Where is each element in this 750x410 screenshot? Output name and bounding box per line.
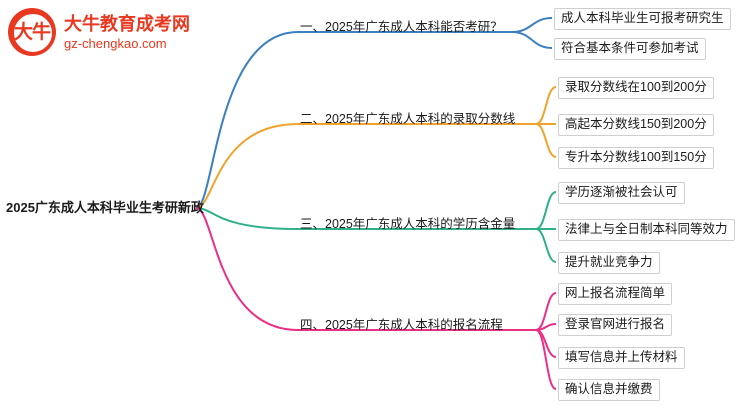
leaf-node-1-2[interactable]: 符合基本条件可参加考试 xyxy=(554,38,706,60)
leaf-node-2-3[interactable]: 专升本分数线100到150分 xyxy=(558,147,714,169)
branch-node-4[interactable]: 四、2025年广东成人本科的报名流程 xyxy=(300,318,503,332)
logo-subtitle: gz-chengkao.com xyxy=(64,35,167,51)
leaf-node-2-1[interactable]: 录取分数线在100到200分 xyxy=(558,77,714,99)
leaf-node-4-1[interactable]: 网上报名流程简单 xyxy=(558,283,673,305)
logo-glyph-text: 大牛 xyxy=(13,21,51,43)
branch-node-1[interactable]: 一、2025年广东成人本科能否考研？ xyxy=(300,20,503,34)
leaf-node-1-1[interactable]: 成人本科毕业生可报考研究生 xyxy=(554,8,731,30)
leaf-node-3-2[interactable]: 法律上与全日制本科同等效力 xyxy=(558,219,735,241)
logo-title: 大牛教育成考网 xyxy=(64,13,190,34)
bull-circle-logo-icon: 大牛 xyxy=(8,8,56,56)
branch-node-3[interactable]: 三、2025年广东成人本科的学历含金量 xyxy=(300,217,516,231)
logo-text-block: 大牛教育成考网 gz-chengkao.com xyxy=(64,13,190,52)
root-node[interactable]: 2025广东成人本科毕业生考研新政 xyxy=(6,200,204,215)
branch-node-2[interactable]: 二、2025年广东成人本科的录取分数线 xyxy=(300,112,516,126)
leaf-node-4-3[interactable]: 填写信息并上传材料 xyxy=(558,347,685,369)
leaf-node-4-4[interactable]: 确认信息并缴费 xyxy=(558,379,660,401)
leaf-node-4-2[interactable]: 登录官网进行报名 xyxy=(558,314,673,336)
leaf-node-3-1[interactable]: 学历逐渐被社会认可 xyxy=(558,182,685,204)
site-logo[interactable]: 大牛 大牛教育成考网 gz-chengkao.com xyxy=(8,8,190,56)
logo-inner-disc xyxy=(13,13,53,53)
leaf-node-3-3[interactable]: 提升就业竞争力 xyxy=(558,252,660,274)
leaf-node-2-2[interactable]: 高起本分数线150到200分 xyxy=(558,114,714,136)
